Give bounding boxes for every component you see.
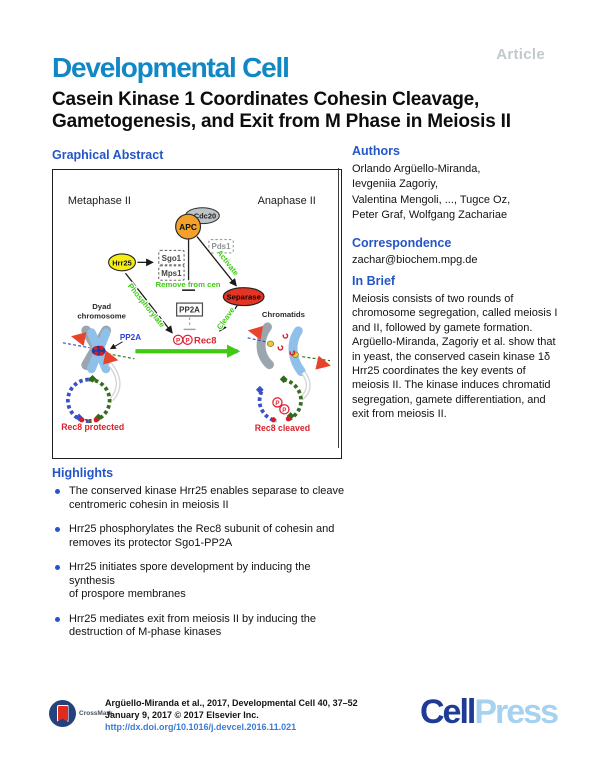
cohesin-ring-cleaved: P P: [255, 375, 303, 423]
in-brief-heading: In Brief: [352, 274, 396, 288]
rec8-cleaved-label: Rec8 cleaved: [255, 423, 310, 433]
cleave-arrow: [219, 305, 238, 332]
article-type-label: Article: [496, 46, 545, 63]
author-line: Valentina Mengoli, ..., Tugce Oz,: [352, 193, 511, 206]
correspondence-email: zachar@biochem.mpg.de: [352, 254, 478, 266]
mps1-box: [158, 265, 185, 281]
chromatids-graphic: [247, 322, 331, 377]
authors-heading: Authors: [352, 144, 400, 158]
column-divider: [338, 168, 340, 448]
cohesin-ring-protected: [66, 374, 112, 424]
dyad-chromosome-graphic: [62, 325, 135, 374]
graphical-abstract-svg: Metaphase II Anaphase II Cdc20 APC Pds1 …: [61, 195, 331, 433]
separase-label: Separase: [226, 293, 261, 302]
pp2a-cen-label: PP2A: [120, 333, 141, 342]
sgo1-label: Sgo1: [162, 254, 182, 263]
sgo1-box: [158, 249, 185, 266]
hrr25-label: Hrr25: [112, 258, 131, 267]
chromatids-label: Chromatids: [262, 310, 305, 319]
dyad-label-line1: Dyad: [92, 302, 111, 311]
crossmark-bookmark-icon: [56, 705, 69, 722]
highlights-list: The conserved kinase Hrr25 enables separ…: [52, 485, 357, 640]
bullet-icon: [55, 616, 60, 622]
bullet-icon: [55, 527, 60, 532]
crossmark-circle-icon: [49, 700, 76, 727]
cellpress-logo: CellPress: [420, 693, 559, 732]
cdc20-label: Cdc20: [194, 211, 216, 220]
author-line: Peter Graf, Wolfgang Zachariae: [352, 209, 508, 222]
hrr25-node: [108, 253, 136, 272]
highlight-item: Hrr25 initiates spore development by ind…: [52, 561, 357, 602]
highlight-item: Hrr25 mediates exit from meiosis II by i…: [52, 613, 357, 640]
citation-block: Argüello-Miranda et al., 2017, Developme…: [105, 698, 358, 733]
phosphorylate-arrow: [124, 272, 173, 334]
phospho-p1-label: P: [176, 338, 180, 345]
citation-line1: Argüello-Miranda et al., 2017, Developme…: [105, 698, 358, 708]
paper-title-line1: Casein Kinase 1 Coordinates Cohesin Clea…: [52, 89, 480, 110]
pds1-box: [208, 238, 234, 254]
remove-from-cen-label: Remove from cen: [156, 280, 221, 289]
metaphase-label: Metaphase II: [68, 195, 131, 207]
doi-link[interactable]: http://dx.doi.org/10.1016/j.devcel.2016.…: [105, 721, 297, 732]
activate-arrow: [196, 236, 237, 287]
cleaved-p1-label: P: [275, 400, 279, 407]
graphical-abstract-figure: Metaphase II Anaphase II Cdc20 APC Pds1 …: [52, 169, 342, 459]
highlight-text: The conserved kinase Hrr25 enables separ…: [69, 485, 345, 511]
rec8-protected-label: Rec8 protected: [61, 422, 124, 432]
highlight-text: Hrr25 mediates exit from meiosis II by i…: [69, 612, 316, 639]
mps1-label: Mps1: [161, 269, 182, 278]
correspondence-heading: Correspondence: [352, 236, 452, 250]
pds1-label: Pds1: [212, 242, 232, 251]
rec8-label: Rec8: [194, 334, 217, 345]
highlight-text: Hrr25 phosphorylates the Rec8 subunit of…: [69, 523, 335, 549]
apc-label: APC: [179, 222, 197, 232]
author-list: Orlando Argüello-Miranda, Ievgeniia Zago…: [352, 162, 510, 224]
pp2a-box: [176, 302, 204, 317]
cellpress-press-text: Press: [474, 693, 559, 731]
in-brief-text: Meiosis consists of two rounds of chromo…: [352, 293, 558, 421]
highlight-item: Hrr25 phosphorylates the Rec8 subunit of…: [52, 523, 357, 550]
phospho-rec8: P P Rec8: [172, 334, 217, 345]
apc-node: [175, 213, 202, 240]
author-line: Orlando Argüello-Miranda,: [352, 163, 481, 175]
pp2a-box-label: PP2A: [179, 305, 200, 314]
bullet-icon: [55, 489, 60, 494]
highlight-text: Hrr25 initiates spore development by ind…: [69, 561, 311, 600]
cellpress-cell-text: Cell: [420, 693, 476, 731]
journal-title: Developmental Cell: [52, 52, 290, 83]
dyad-label-line2: chromosome: [77, 311, 126, 320]
cleave-label: Cleave: [215, 305, 237, 331]
phospho-p2-label: P: [185, 338, 189, 345]
paper-title: Casein Kinase 1 Coordinates Cohesin Clea…: [52, 89, 511, 132]
pp2a-pointer-arrow: [109, 341, 123, 350]
author-line: Ievgeniia Zagoriy,: [352, 178, 439, 191]
highlights-heading: Highlights: [52, 466, 114, 480]
graphical-abstract-heading: Graphical Abstract: [52, 148, 164, 162]
bullet-icon: [55, 565, 60, 570]
anaphase-label: Anaphase II: [258, 195, 316, 207]
crossmark-label: CrossMark: [79, 710, 113, 717]
paper-title-line2: Gametogenesis, and Exit from M Phase in …: [52, 110, 511, 132]
crossmark-logo[interactable]: CrossMark: [49, 700, 113, 727]
citation-line2: January 9, 2017 © 2017 Elsevier Inc.: [105, 709, 259, 720]
highlight-item: The conserved kinase Hrr25 enables separ…: [52, 485, 357, 512]
separase-node: [222, 287, 265, 307]
cleaved-p2-label: P: [282, 407, 286, 414]
